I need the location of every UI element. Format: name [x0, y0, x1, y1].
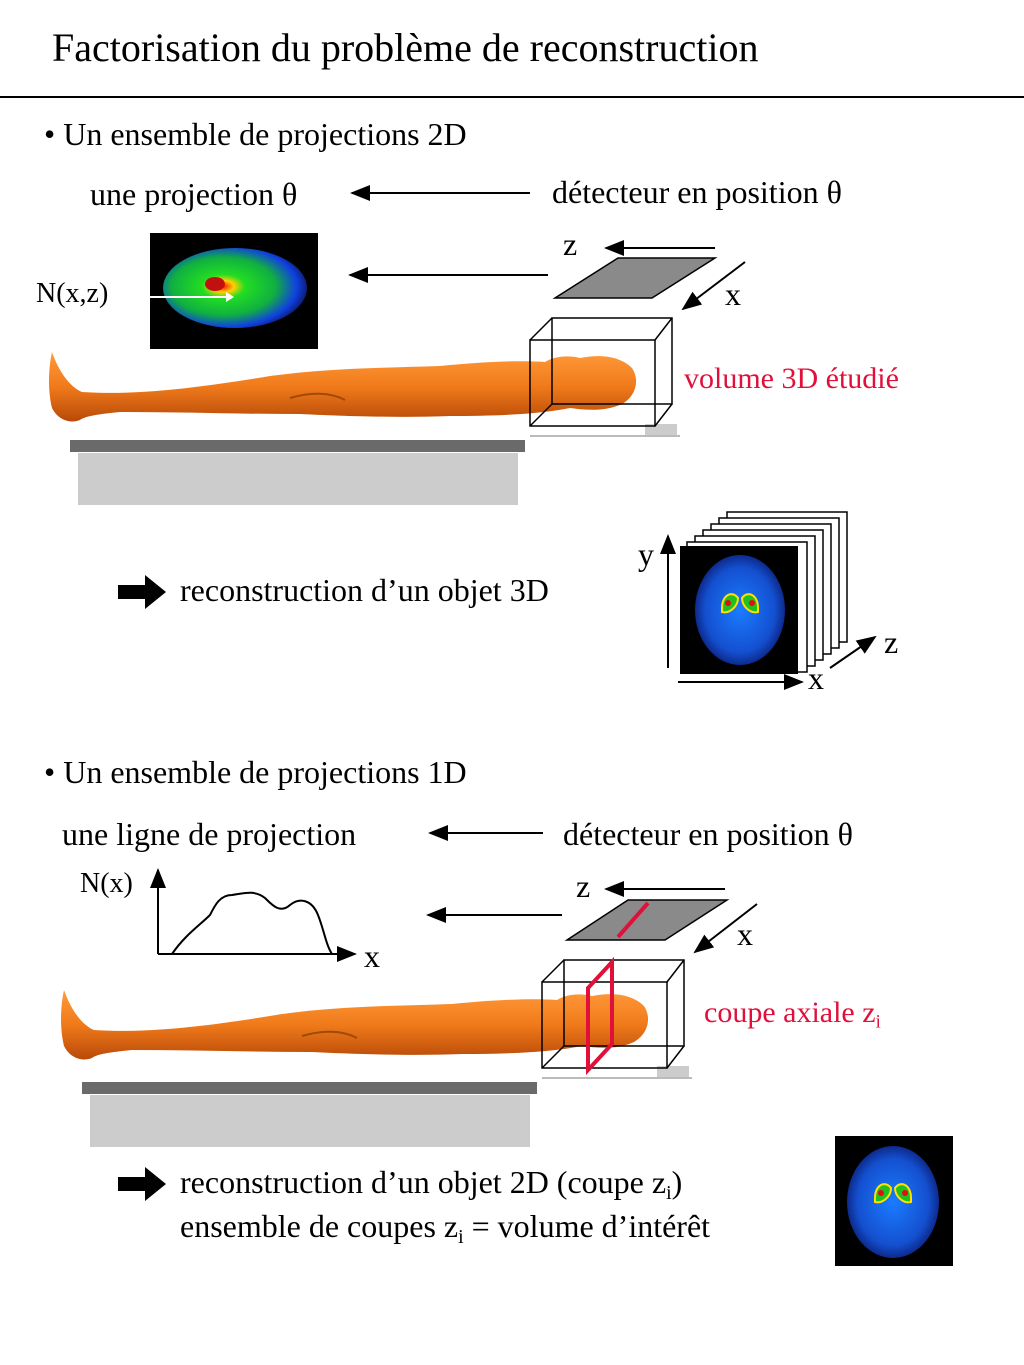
volume-3d-box	[529, 317, 673, 427]
plot-x-label: x	[364, 938, 380, 974]
brain-slice-image	[695, 555, 785, 665]
volume-interest-text: = volume d’intérêt	[463, 1208, 711, 1244]
bullet-1d-projections: • Un ensemble de projections 1D	[44, 754, 467, 790]
volume-3d-label: volume 3D étudié	[684, 362, 899, 395]
patient-body	[49, 352, 637, 422]
slices-set-text: ensemble de coupes z	[180, 1208, 459, 1244]
detector-plate	[552, 257, 718, 299]
reconstruction-2d-subscript: i	[666, 1181, 672, 1204]
detector-position-label-2: détecteur en position θ	[563, 816, 853, 852]
reconstruction-2d-close: )	[671, 1164, 683, 1200]
detector2-z-label: z	[576, 868, 591, 904]
projection-1d-plot	[150, 868, 357, 962]
reconstruction-2d-label: reconstruction d’un objet 2D (coupe zi)	[180, 1164, 683, 1204]
stack-z-label: z	[884, 624, 899, 660]
volume-3d-box-2	[541, 959, 685, 1069]
axial-slice-text: coupe axiale z	[704, 996, 876, 1029]
bullet-2d-projections: • Un ensemble de projections 2D	[44, 116, 467, 152]
reconstruction-3d-label: reconstruction d’un objet 3D	[180, 572, 549, 608]
projection-2d-image	[150, 233, 318, 349]
projection-label: une projection θ	[90, 176, 298, 212]
nx-label: N(x)	[80, 868, 133, 899]
detector-x-axis	[681, 261, 746, 311]
table-end	[645, 424, 677, 436]
volume-of-interest-label: ensemble de coupes zi = volume d’intérêt	[180, 1208, 711, 1248]
table-base-2	[90, 1095, 530, 1147]
table-base	[78, 453, 518, 505]
axial-slice-subscript: i	[875, 1011, 881, 1033]
detector2-x-axis	[693, 903, 758, 954]
table-end-2	[657, 1066, 689, 1078]
stack-y-label: y	[638, 536, 654, 572]
page-title: Factorisation du problème de reconstruct…	[52, 25, 759, 70]
detector-line-highlight	[616, 901, 650, 939]
detector2-x-label: x	[737, 916, 753, 952]
detector-x-label: x	[725, 276, 741, 312]
detector-z-label: z	[563, 226, 578, 262]
table-top-2	[82, 1082, 537, 1094]
stack-x-label: x	[808, 660, 824, 696]
slices-set-subscript: i	[458, 1225, 464, 1248]
result-arrow-3d	[118, 575, 166, 609]
result-arrow-2d	[118, 1167, 166, 1201]
projection-curve	[171, 891, 333, 955]
table-top	[70, 440, 525, 452]
stack-z-axis	[829, 635, 877, 669]
projection-line-label: une ligne de projection	[62, 816, 357, 852]
axial-slice-label: coupe axiale zi	[704, 996, 881, 1033]
axial-slice-plane	[586, 956, 614, 1076]
reconstruction-2d-text: reconstruction d’un objet 2D (coupe z	[180, 1164, 667, 1200]
nxz-label: N(x,z)	[36, 278, 109, 309]
detector-plate-2	[564, 899, 730, 941]
brain-slice-image-2	[835, 1136, 953, 1266]
detector-position-label: détecteur en position θ	[552, 174, 842, 210]
title-divider	[0, 96, 1024, 98]
patient-body-2	[61, 990, 649, 1060]
slice-stack	[680, 511, 848, 674]
